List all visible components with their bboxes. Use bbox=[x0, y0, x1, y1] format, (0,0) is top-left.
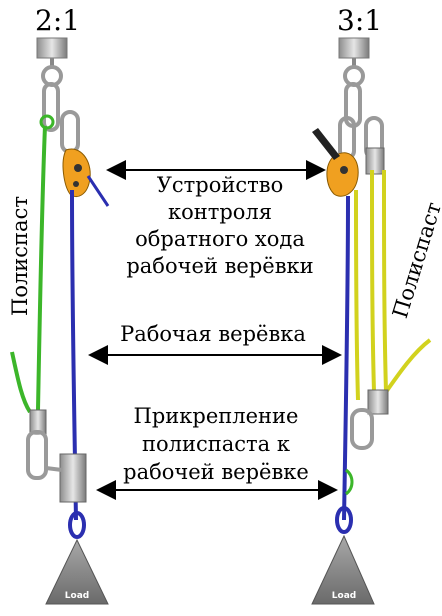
right-prusik bbox=[344, 468, 354, 496]
right-anchor-block bbox=[338, 37, 370, 59]
right-polyspast-rope-3 bbox=[382, 169, 388, 393]
left-green-loop bbox=[39, 114, 55, 130]
callout-device-line-3: обратного хода bbox=[135, 227, 305, 251]
right-upper-pulley bbox=[365, 147, 385, 175]
left-polyspast-rope bbox=[36, 125, 47, 411]
callout-attachment: Прикрепление полиспаста к рабочей верёвк… bbox=[110, 406, 322, 490]
right-load-label: Load bbox=[332, 591, 356, 601]
right-polyspast-rope-2 bbox=[370, 169, 376, 393]
callout-device-line-2: контроля bbox=[167, 200, 273, 224]
left-device-lever bbox=[86, 175, 110, 207]
left-system: Load bbox=[10, 37, 110, 605]
left-polyspast-label: Полиспаст bbox=[8, 196, 32, 316]
right-working-rope bbox=[342, 195, 350, 521]
right-load-loop bbox=[335, 506, 353, 534]
right-lower-pulley bbox=[367, 389, 389, 415]
left-load bbox=[45, 538, 109, 605]
left-load-loop bbox=[68, 511, 86, 539]
callout-device-line-4: рабочей верёвки bbox=[126, 254, 314, 278]
left-device bbox=[62, 148, 91, 198]
left-top-carabiner-1 bbox=[42, 82, 60, 132]
right-device-lever bbox=[312, 128, 340, 160]
callout-working-rope: Рабочая верёвка bbox=[120, 322, 306, 346]
left-lower-carabiner bbox=[26, 430, 48, 480]
right-polyspast-rope-1 bbox=[354, 189, 360, 401]
callout-attachment-line-3: рабочей верёвке bbox=[123, 460, 309, 484]
right-lower-carabiner bbox=[350, 408, 374, 450]
left-load-label: Load bbox=[65, 591, 89, 601]
left-rope-grab bbox=[59, 453, 87, 503]
right-device bbox=[326, 152, 359, 197]
left-polyspast-tail bbox=[10, 351, 32, 414]
right-system: Load bbox=[311, 37, 432, 605]
callout-device: Устройство контроля обратного хода рабоч… bbox=[120, 175, 320, 283]
left-anchor-block bbox=[36, 37, 68, 59]
callout-attachment-line-2: полиспаста к bbox=[142, 432, 290, 456]
callout-device-line-1: Устройство bbox=[156, 173, 284, 197]
left-ratio-label: 2:1 bbox=[35, 4, 81, 37]
right-load bbox=[311, 534, 375, 605]
right-ratio-label: 3:1 bbox=[337, 4, 383, 37]
right-polyspast-tail bbox=[384, 338, 432, 394]
callout-attachment-line-1: Прикрепление bbox=[133, 404, 299, 428]
left-top-carabiner-2 bbox=[60, 110, 80, 154]
